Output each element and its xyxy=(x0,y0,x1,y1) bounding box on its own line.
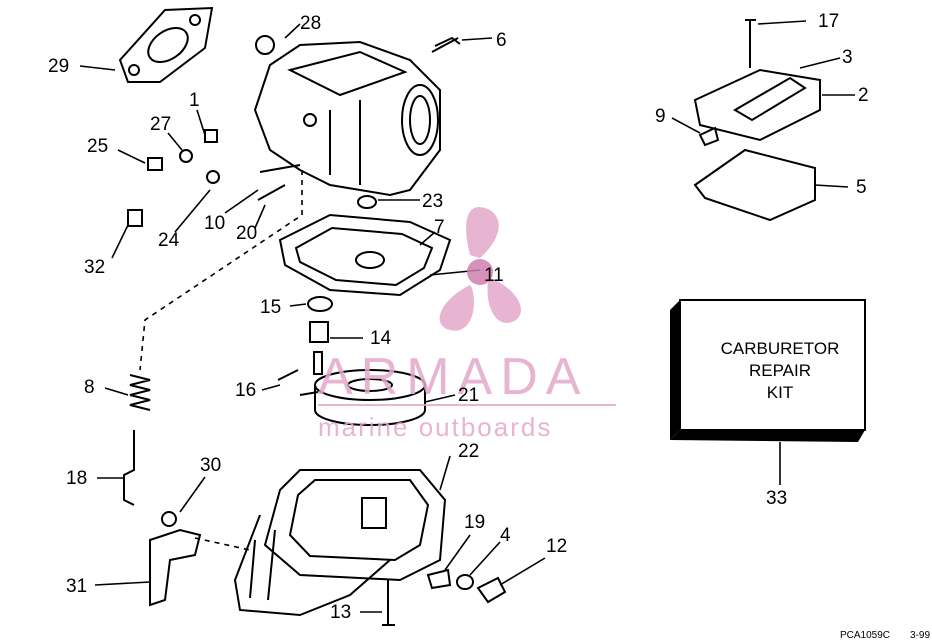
float-bowl-22 xyxy=(233,469,447,617)
callout-19: 19 xyxy=(464,512,485,533)
callout-33: 33 xyxy=(766,488,787,509)
needle-parts xyxy=(277,296,333,381)
pin-parts xyxy=(127,129,377,227)
callout-5: 5 xyxy=(856,177,867,198)
callout-27: 27 xyxy=(150,114,171,135)
idle-adjust-parts xyxy=(123,170,303,607)
leader-lines xyxy=(79,20,855,613)
callout-16: 16 xyxy=(235,380,256,401)
callouts: 29 28 6 1 27 25 24 10 20 23 7 11 32 15 1… xyxy=(48,11,869,623)
armada-watermark: ARMADA marine outboards xyxy=(318,207,616,442)
kit-label-line-1: CARBURETOR xyxy=(721,339,840,358)
callout-17: 17 xyxy=(818,11,839,32)
callout-30: 30 xyxy=(200,455,221,476)
callout-23: 23 xyxy=(422,191,443,212)
callout-14: 14 xyxy=(370,328,392,349)
kit-label-line-2: REPAIR xyxy=(749,361,811,380)
callout-31: 31 xyxy=(66,576,87,597)
callout-21: 21 xyxy=(458,385,479,406)
cover-parts xyxy=(693,19,821,222)
float-21 xyxy=(299,369,426,426)
gasket-7 xyxy=(278,213,452,297)
callout-4: 4 xyxy=(500,525,511,546)
callout-12: 12 xyxy=(546,536,567,557)
watermark-brand: ARMADA xyxy=(318,348,588,406)
callout-18: 18 xyxy=(66,468,87,489)
callout-32: 32 xyxy=(84,257,105,278)
kit-label-line-3: KIT xyxy=(767,383,793,402)
carburetor-body xyxy=(253,35,441,197)
callout-8: 8 xyxy=(84,377,95,398)
callout-13: 13 xyxy=(330,602,351,623)
callout-11: 11 xyxy=(484,265,504,286)
figure-code: PCA1059C xyxy=(840,630,890,641)
repair-kit-box xyxy=(670,299,866,442)
callout-7: 7 xyxy=(434,217,445,238)
callout-1: 1 xyxy=(189,90,200,111)
callout-9: 9 xyxy=(655,106,666,127)
screw-6 xyxy=(431,36,493,53)
callout-15: 15 xyxy=(260,297,281,318)
watermark-tagline: marine outboards xyxy=(318,412,552,442)
callout-2: 2 xyxy=(858,85,869,106)
flange-gasket-29 xyxy=(118,6,214,83)
rear-hardware xyxy=(382,568,507,626)
callout-24: 24 xyxy=(158,230,180,251)
callout-22: 22 xyxy=(458,441,479,462)
callout-20: 20 xyxy=(236,223,257,244)
callout-28: 28 xyxy=(300,13,321,34)
callout-6: 6 xyxy=(496,30,507,51)
callout-25: 25 xyxy=(87,136,108,157)
watermark-rule xyxy=(318,404,616,406)
callout-29: 29 xyxy=(48,56,69,77)
propeller-logo xyxy=(439,207,521,331)
figure-code-date: 3-99 xyxy=(910,630,930,641)
callout-3: 3 xyxy=(842,47,853,68)
callout-10: 10 xyxy=(204,213,225,234)
